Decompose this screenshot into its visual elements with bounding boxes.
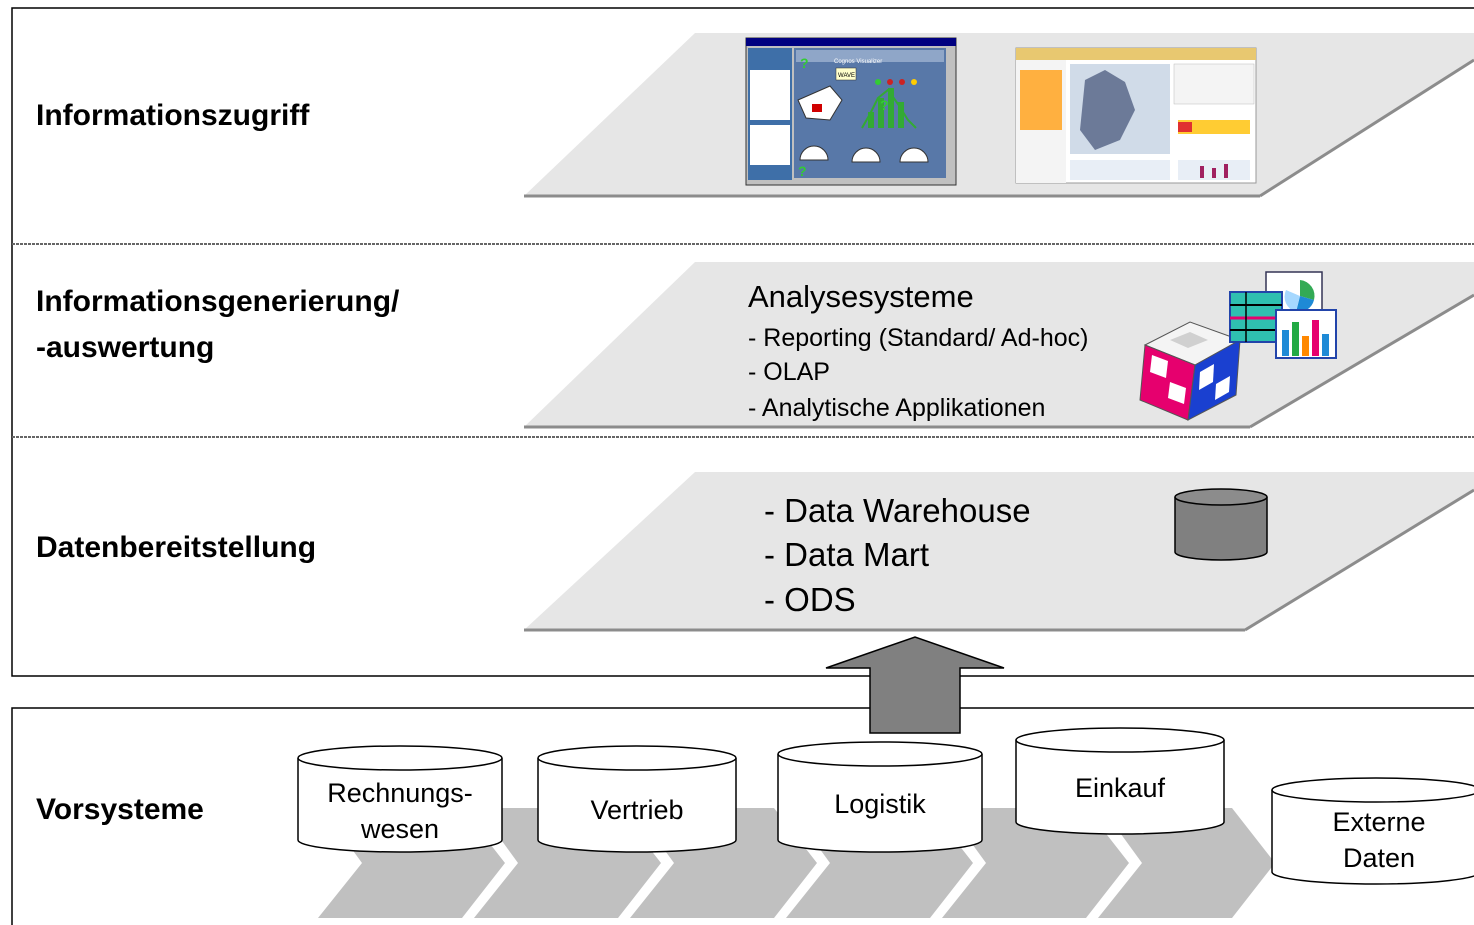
system-line1: Logistik [834,789,926,819]
database-icon [1174,488,1268,561]
layer-label-access: Informationszugriff [36,99,310,132]
cylinder-externe-daten [1271,777,1474,885]
provision-item-mart: - Data Mart [764,536,930,573]
layer-label-provision: Datenbereitstellung [36,531,317,564]
platform-access [524,33,1474,198]
system-line2: wesen [360,814,440,844]
system-line1: Einkauf [1074,773,1166,803]
svg-text:?: ? [798,163,807,179]
system-line2: Daten [1342,843,1416,873]
analysis-item-olap: - OLAP [748,358,830,386]
layer-label-source: Vorsysteme [36,793,204,826]
system-label-externe-daten: Externe Daten [1272,804,1474,876]
system-label-logistik: Logistik [778,786,982,822]
analysis-title: Analysesysteme [748,279,974,314]
portal-screenshot-thumbnail [1015,47,1257,184]
cylinder-logistik [777,741,983,853]
system-line1: Externe [1332,807,1426,837]
cylinder-rechnungswesen [297,745,503,853]
system-label-vertrieb: Vertrieb [538,792,736,828]
system-line1: Rechnungs- [327,778,473,808]
provision-item-ods: - ODS [764,581,856,618]
cylinder-vertrieb [537,745,737,853]
layer-label-generation-line2: -auswertung [36,331,215,364]
upper-frame [11,7,1474,677]
system-label-einkauf: Einkauf [1016,770,1224,806]
report-charts-icon [1229,271,1337,359]
system-label-rechnungswesen: Rechnungs- wesen [298,775,502,847]
analysis-item-apps: - Analytische Applikationen [748,394,1046,422]
svg-text:?: ? [800,55,809,71]
dashboard-screenshot-thumbnail: Cognos Visualizer WAVE ? ? ? [745,37,957,186]
system-line1: Vertrieb [590,795,684,825]
svg-text:?: ? [880,97,889,113]
upward-data-flow-arrow [825,636,1005,734]
cylinder-einkauf [1015,727,1225,835]
analysis-item-reporting: - Reporting (Standard/ Ad-hoc) [748,324,1089,352]
provision-item-dwh: - Data Warehouse [764,492,1031,529]
lower-frame [11,707,1474,925]
olap-cube-icon [1139,321,1242,421]
thumbnail-title: Cognos Visualizer [834,59,882,65]
thumbnail-badge: WAVE [838,73,855,79]
layer-label-generation-line1: Informationsgenerierung/ [36,285,400,318]
